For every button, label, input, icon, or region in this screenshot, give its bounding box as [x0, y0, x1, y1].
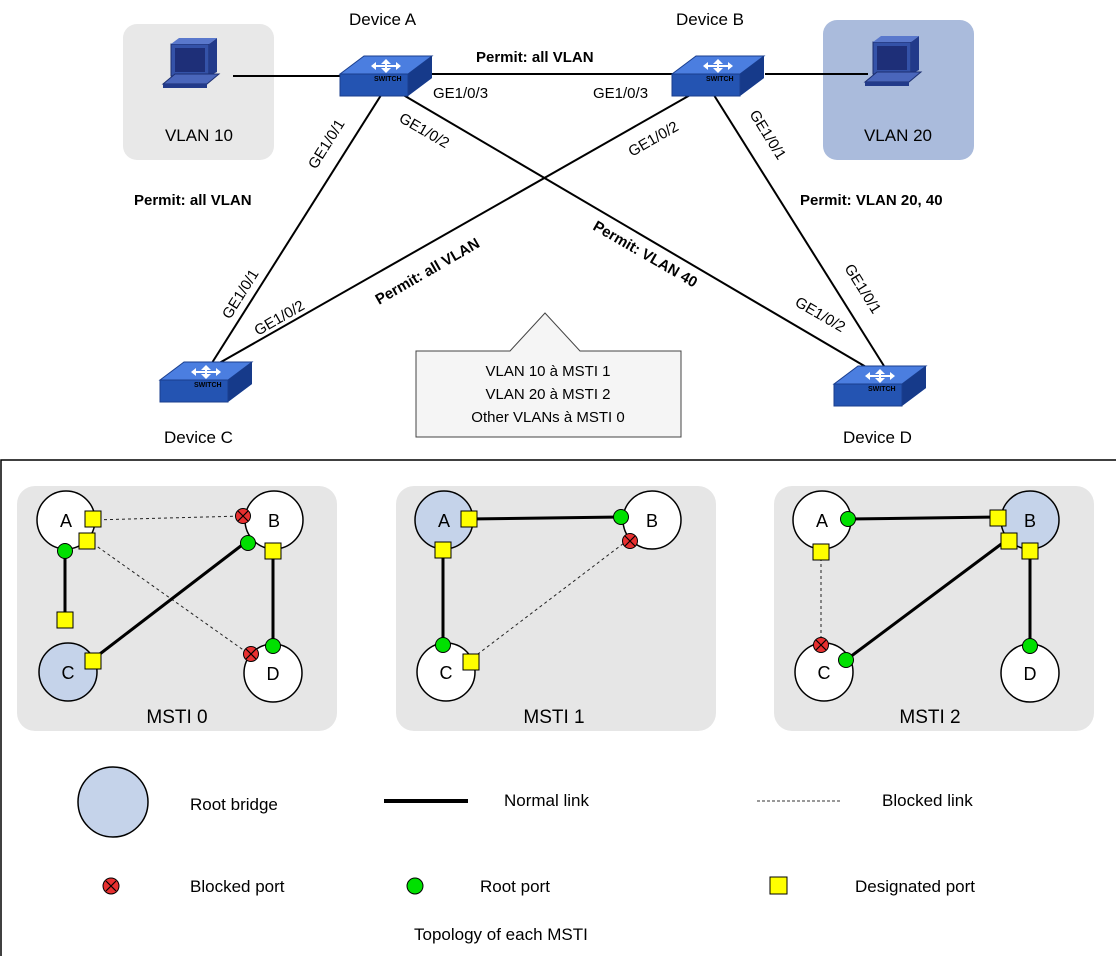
- legend-root-port-swatch: [406, 877, 424, 895]
- legend-blocked-port-label: Blocked port: [190, 877, 285, 896]
- msti-2-panel: A B C D MSTI 2: [774, 486, 1094, 731]
- figure-caption: Topology of each MSTI: [414, 925, 588, 944]
- node-c-label: C: [818, 663, 831, 683]
- port-label: GE1/0/3: [593, 85, 648, 102]
- link-a-c: [209, 91, 384, 367]
- node-a-label: A: [60, 511, 72, 531]
- msti-1-panel: A B C MSTI 1: [396, 486, 716, 731]
- permit-label-ac: Permit: all VLAN: [134, 192, 252, 209]
- mapping-line: Other VLANs à MSTI 0: [471, 409, 624, 426]
- pc-icon: [162, 37, 220, 89]
- node-a-label: A: [816, 511, 828, 531]
- legend-normal-link-label: Normal link: [504, 791, 590, 810]
- node-d-label: D: [1024, 664, 1037, 684]
- msti-1-title: MSTI 1: [523, 707, 584, 728]
- msti-0-panel: A B C D MSTI 0: [17, 486, 337, 731]
- port-label: GE1/0/2: [396, 110, 452, 152]
- device-a-label: Device A: [349, 10, 417, 29]
- legend-designated-port-label: Designated port: [855, 877, 975, 896]
- link-b-c: [213, 85, 707, 367]
- legend-blocked-link-label: Blocked link: [882, 791, 973, 810]
- mapping-line: VLAN 20 à MSTI 2: [485, 386, 610, 403]
- lower-section-frame: [0, 459, 1116, 956]
- host-vlan20-label: VLAN 20: [864, 126, 932, 145]
- switch-badge: SWITCH: [194, 382, 222, 389]
- port-label: GE1/0/2: [792, 294, 848, 336]
- port-label: GE1/0/2: [626, 118, 682, 160]
- node-b-label: B: [1024, 511, 1036, 531]
- link-b-d: [711, 91, 885, 367]
- msti-0-title: MSTI 0: [146, 707, 207, 728]
- pc-icon: [864, 35, 922, 87]
- msti-2-title: MSTI 2: [899, 707, 960, 728]
- legend: Root bridge Normal link Blocked link Blo…: [77, 766, 975, 896]
- link-a-d: [387, 85, 879, 375]
- node-b-label: B: [646, 511, 658, 531]
- permit-label-ad: Permit: VLAN 40: [590, 218, 700, 291]
- legend-root-bridge-label: Root bridge: [190, 795, 278, 814]
- legend-root-port-label: Root port: [480, 877, 550, 896]
- node-b-label: B: [268, 511, 280, 531]
- vlan10-host-background: [123, 24, 274, 160]
- node-c-label: C: [440, 663, 453, 683]
- node-c-label: C: [62, 663, 75, 683]
- device-c-label: Device C: [164, 428, 233, 447]
- switch-badge: SWITCH: [374, 76, 402, 83]
- host-vlan10-label: VLAN 10: [165, 126, 233, 145]
- node-a-label: A: [438, 511, 450, 531]
- legend-blocked-port-swatch: [102, 877, 120, 895]
- legend-designated-port-swatch: [769, 876, 788, 895]
- switch-badge: SWITCH: [868, 386, 896, 393]
- vlan-mapping-callout: [415, 312, 682, 438]
- permit-label-bc: Permit: all VLAN: [373, 235, 483, 308]
- mapping-line: VLAN 10 à MSTI 1: [485, 363, 610, 380]
- permit-label-bd: Permit: VLAN 20, 40: [800, 192, 943, 209]
- vlan20-host-background: [823, 20, 974, 160]
- legend-root-bridge-swatch: [77, 766, 149, 838]
- switch-badge: SWITCH: [706, 76, 734, 83]
- port-label: GE1/0/1: [305, 116, 349, 172]
- permit-label-ab: Permit: all VLAN: [476, 49, 594, 66]
- port-label: GE1/0/3: [433, 85, 488, 102]
- device-b-label: Device B: [676, 10, 744, 29]
- node-d-label: D: [267, 664, 280, 684]
- device-d-label: Device D: [843, 428, 912, 447]
